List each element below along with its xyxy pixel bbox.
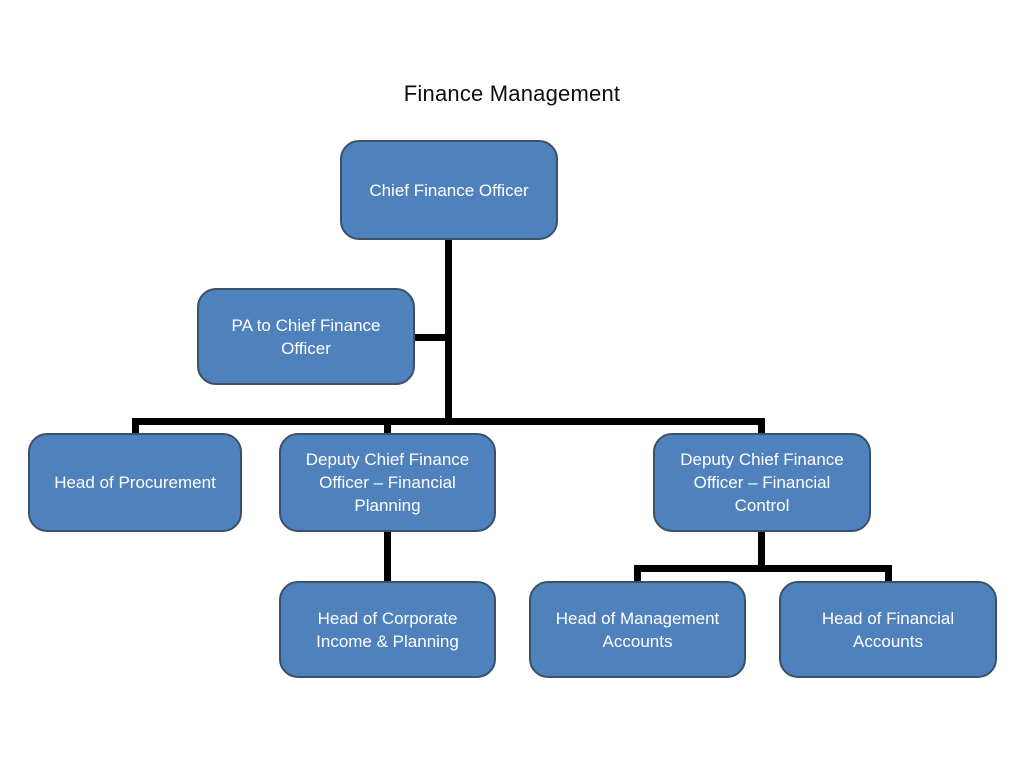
connector-stub-mgmt-accounts [634, 565, 641, 582]
org-node-head-mgmt-accounts: Head of Management Accounts [529, 581, 746, 678]
connector-dcfo-control-vertical [758, 530, 765, 568]
connector-stub-dcfo-control [758, 418, 765, 434]
org-node-pa-to-cfo: PA to Chief Finance Officer [197, 288, 415, 385]
connector-stub-procurement [132, 418, 139, 434]
org-node-head-of-procurement: Head of Procurement [28, 433, 242, 532]
connector-level3-horizontal-bus [634, 565, 892, 572]
org-node-chief-finance-officer: Chief Finance Officer [340, 140, 558, 240]
org-node-deputy-cfo-planning: Deputy Chief Finance Officer – Financial… [279, 433, 496, 532]
connector-cfo-vertical [445, 238, 452, 425]
chart-title: Finance Management [403, 81, 621, 106]
connector-level2-horizontal-bus [132, 418, 765, 425]
connector-pa-branch [413, 334, 452, 341]
org-node-deputy-cfo-control: Deputy Chief Finance Officer – Financial… [653, 433, 871, 532]
org-node-head-corporate-income: Head of Corporate Income & Planning [279, 581, 496, 678]
connector-stub-dcfo-planning [384, 420, 391, 434]
org-node-head-financial-accounts: Head of Financial Accounts [779, 581, 997, 678]
connector-dcfo-planning-vertical [384, 530, 391, 582]
connector-stub-fin-accounts [885, 565, 892, 582]
